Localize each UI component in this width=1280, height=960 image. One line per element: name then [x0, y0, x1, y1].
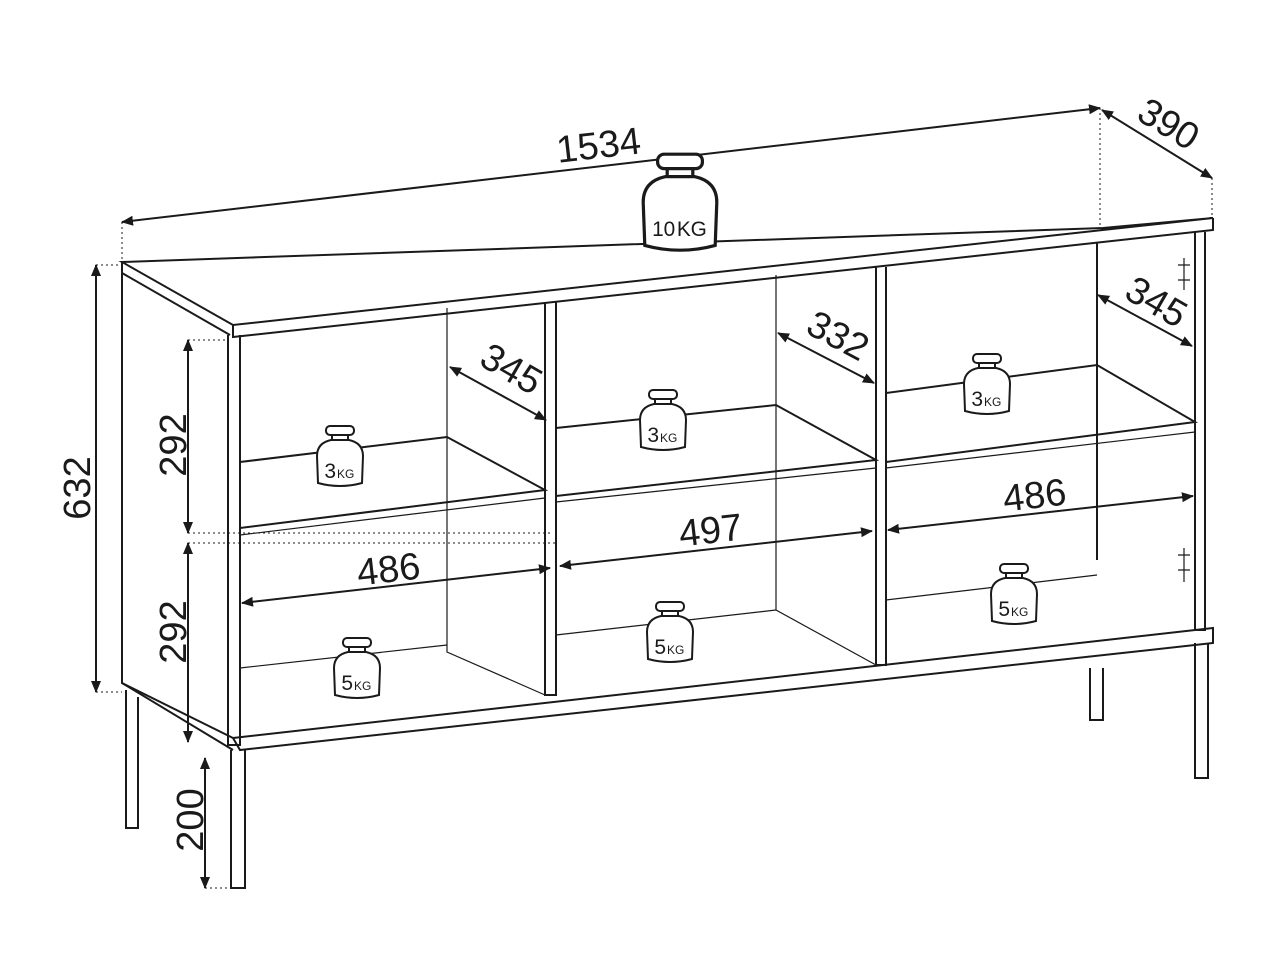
weight-lower-right-unit: KG: [1011, 605, 1028, 619]
width-right-dim-line: [887, 492, 1194, 534]
leg-front-right: [1194, 643, 1209, 779]
shelf-upper-right: [885, 363, 1199, 463]
shelf-upper-left-front: [239, 497, 546, 536]
weight-icon-upper-left: 3 KG: [315, 425, 365, 487]
weight-top-unit: KG: [677, 218, 707, 241]
hinge-icon: [1178, 548, 1190, 582]
hinge-icon: [1178, 258, 1190, 290]
shelf-upper-middle-front: [555, 467, 877, 503]
left-side-panel: [121, 262, 234, 751]
weight-icon-lower-middle: 5 KG: [645, 601, 695, 663]
width-dim-line: [121, 104, 1101, 226]
front-left-post: [227, 335, 241, 746]
width-middle-label: 497: [677, 507, 745, 556]
top-front-edge: [232, 218, 1214, 339]
weight-upper-middle-number: 3: [647, 424, 659, 447]
weight-upper-right-unit: KG: [984, 395, 1001, 409]
leg-back-right: [1089, 668, 1104, 721]
depth-label: 390: [1130, 90, 1206, 159]
leg-back-left: [125, 690, 139, 829]
depth-right-label: 345: [1118, 269, 1194, 337]
width-right-label: 486: [1001, 472, 1069, 521]
depth-middle-label: 332: [800, 303, 876, 370]
weight-icon-top: 10 KG: [641, 152, 719, 252]
plinth-left: [121, 682, 234, 739]
dimension-lines: [91, 104, 1213, 889]
weight-icon-upper-middle: 3 KG: [638, 389, 688, 451]
width-label: 1534: [554, 120, 643, 171]
weight-icon-lower-right: 5 KG: [989, 563, 1039, 625]
depth-left-dim-line: [449, 366, 547, 421]
legs: [125, 643, 1209, 889]
depth-middle-dim-line: [777, 332, 875, 384]
front-right-post: [1194, 232, 1206, 631]
weight-lower-middle-unit: KG: [667, 643, 684, 657]
left-side-top-edge: [121, 272, 231, 336]
dimension-labels: 1534 390 632 292 292 200 345 332 345 486…: [57, 90, 1206, 851]
weight-upper-middle-unit: KG: [660, 431, 677, 445]
weight-icon-upper-right: 3 KG: [962, 353, 1012, 415]
depth-dim-line: [1101, 109, 1213, 179]
width-left-label: 486: [355, 546, 423, 595]
weight-lower-left-number: 5: [341, 672, 353, 695]
weight-upper-left-number: 3: [324, 460, 336, 483]
shelf-upper-left: [239, 435, 549, 529]
weight-lower-left-unit: KG: [354, 679, 371, 693]
upper-shelf-height-label: 292: [153, 413, 195, 476]
divider-right: [875, 267, 887, 666]
height-label: 632: [57, 456, 99, 519]
shelf-upper-middle: [555, 403, 880, 497]
weight-icon-lower-left: 5 KG: [332, 637, 382, 699]
weight-upper-right-number: 3: [971, 388, 983, 411]
weight-lower-middle-number: 5: [654, 636, 666, 659]
divider-left: [544, 302, 557, 696]
weight-lower-right-number: 5: [998, 598, 1010, 621]
weight-upper-left-unit: KG: [337, 467, 354, 481]
width-middle-dim-line: [559, 527, 873, 570]
depth-left-label: 345: [473, 336, 549, 404]
shelf-upper-right-front: [885, 431, 1196, 469]
leg-height-label: 200: [170, 788, 212, 851]
weight-top-number: 10: [652, 218, 675, 241]
lower-shelf-height-label: 292: [153, 600, 195, 663]
depth-right-dim-line: [1097, 294, 1193, 347]
cabinet-outline: [118, 217, 1214, 752]
width-left-dim-line: [241, 564, 551, 607]
leg-front-left: [230, 750, 246, 889]
left-compartment-back: [446, 308, 546, 696]
